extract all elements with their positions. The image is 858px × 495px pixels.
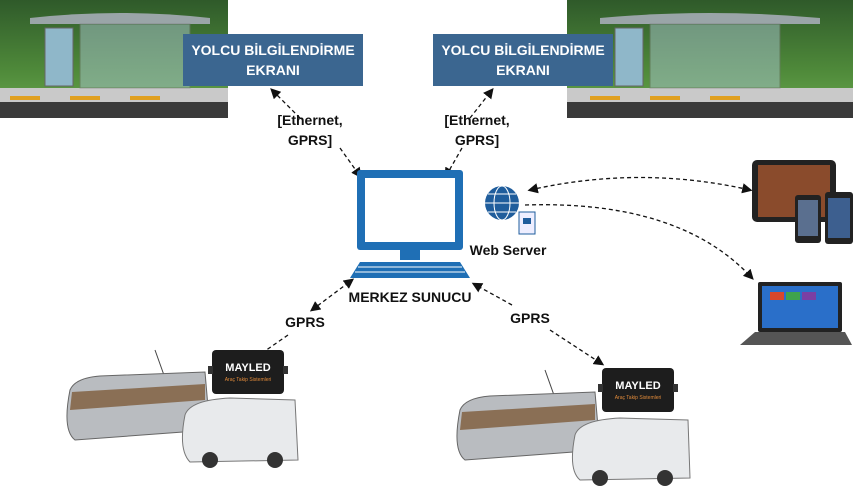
screen-title-line2: EKRANI [496,62,550,78]
mayled-device-right-icon [598,368,678,412]
device-brand-left: MAYLED [225,362,271,374]
link-label-line2: GPRS] [454,132,500,148]
web-server-label: Web Server [469,242,547,258]
web-server-icon [485,185,536,235]
link-label-line1: [Ethernet, [277,112,343,128]
gprs-label-right: GPRS [510,310,550,326]
mayled-device-left-icon [208,350,288,394]
link-webserver-tablet [527,176,753,194]
device-subtitle-left: Araç Takip Sistemleri [224,377,272,383]
tram-and-bus-right-image [456,369,691,486]
central-server-label: MERKEZ SUNUCU [348,289,472,305]
device-brand-right: MAYLED [615,380,661,392]
link-center-screen-left-lower [339,147,362,179]
screen-title-line1: YOLCU BİLGİLENDİRME [441,42,605,58]
link-center-screen-right-lower [444,147,463,179]
link-label-line2: GPRS] [287,132,333,148]
device-subtitle-right: Araç Takip Sistemleri [614,395,662,401]
link-center-vehicle-right-lower [549,329,605,366]
tablet-and-phones-icon [752,160,853,244]
link-center-screen-right-upper [469,87,494,119]
connection-lines [249,87,754,366]
bus-stop-image-right [567,0,853,118]
link-webserver-laptop [524,204,754,280]
tram-and-bus-left-image [66,349,299,468]
screen-title-line1: YOLCU BİLGİLENDİRME [191,42,355,58]
passenger-info-screen-right: YOLCU BİLGİLENDİRME EKRANI [433,34,613,86]
link-label-left: [Ethernet, GPRS] [270,110,350,150]
passenger-info-screen-left: YOLCU BİLGİLENDİRME EKRANI [183,34,363,86]
link-center-vehicle-left-upper [309,278,355,312]
screen-title-line2: EKRANI [246,62,300,78]
laptop-icon [740,282,852,345]
link-label-line1: [Ethernet, [444,112,510,128]
central-server-monitor-icon [350,170,470,278]
gprs-label-left: GPRS [285,314,325,330]
link-center-vehicle-right-upper [471,282,513,306]
link-label-right: [Ethernet, GPRS] [437,110,517,150]
